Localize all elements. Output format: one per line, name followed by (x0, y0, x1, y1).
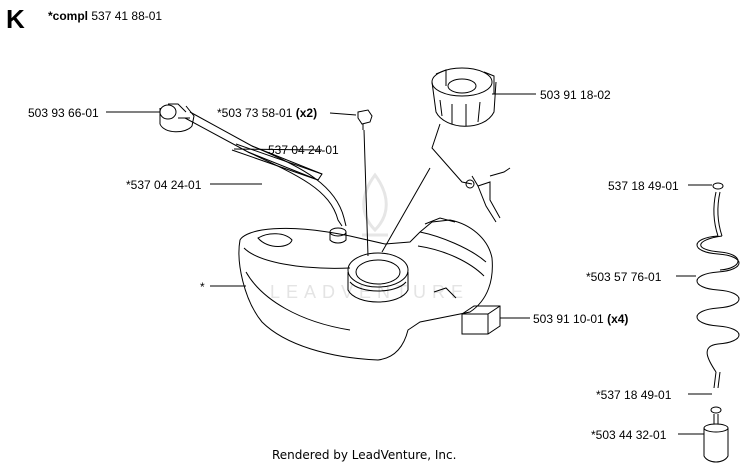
part-label-503-93-66-01[interactable]: 503 93 66-01 (28, 106, 99, 120)
fuel-fitting (159, 103, 195, 133)
plug-part (357, 109, 373, 130)
section-letter: K (6, 4, 25, 34)
part-label-537-04-24-01[interactable]: 537 04 24-01 (268, 143, 339, 157)
fuel-hoses (184, 111, 347, 227)
header-number: 537 41 88-01 (91, 9, 163, 23)
part-label-503-44-32-01[interactable]: *503 44 32-01 (591, 428, 667, 442)
header-prefix: *compl (48, 9, 89, 23)
watermark-text: LEADVENTURE (270, 282, 470, 302)
part-label-537-04-24-01-star[interactable]: *537 04 24-01 (126, 178, 202, 192)
footer-credit: Rendered by LeadVenture, Inc. (272, 448, 457, 462)
damper-block (433, 287, 501, 335)
tank-grommet (329, 227, 347, 244)
qty-label: (x4) (607, 312, 629, 326)
part-label-503-91-18-02[interactable]: 503 91 18-02 (540, 88, 611, 102)
part-label-503-57-76-01[interactable]: *503 57 76-01 (586, 270, 662, 284)
part-label-tank-star[interactable]: * (200, 280, 205, 294)
part-label-537-18-49-01-star[interactable]: *537 18 49-01 (596, 388, 672, 402)
cap-retainer (431, 123, 511, 223)
leader-lines (106, 93, 712, 435)
spiral-hose (696, 182, 740, 424)
assembly-header: *compl 537 41 88-01 (48, 9, 162, 23)
part-label-503-73-58-01[interactable]: *503 73 58-01 (x2) (217, 106, 318, 120)
cap-leader (381, 167, 431, 253)
part-label-537-18-49-01[interactable]: 537 18 49-01 (608, 179, 679, 193)
part-label-503-91-10-01[interactable]: 503 91 10-01 (x4) (533, 312, 629, 326)
fuel-cap (431, 67, 497, 127)
qty-label: (x2) (295, 106, 318, 120)
fuel-filter (703, 423, 729, 463)
tank-neck (347, 252, 409, 303)
fuel-tank (238, 217, 493, 361)
plug-leader (363, 129, 369, 257)
